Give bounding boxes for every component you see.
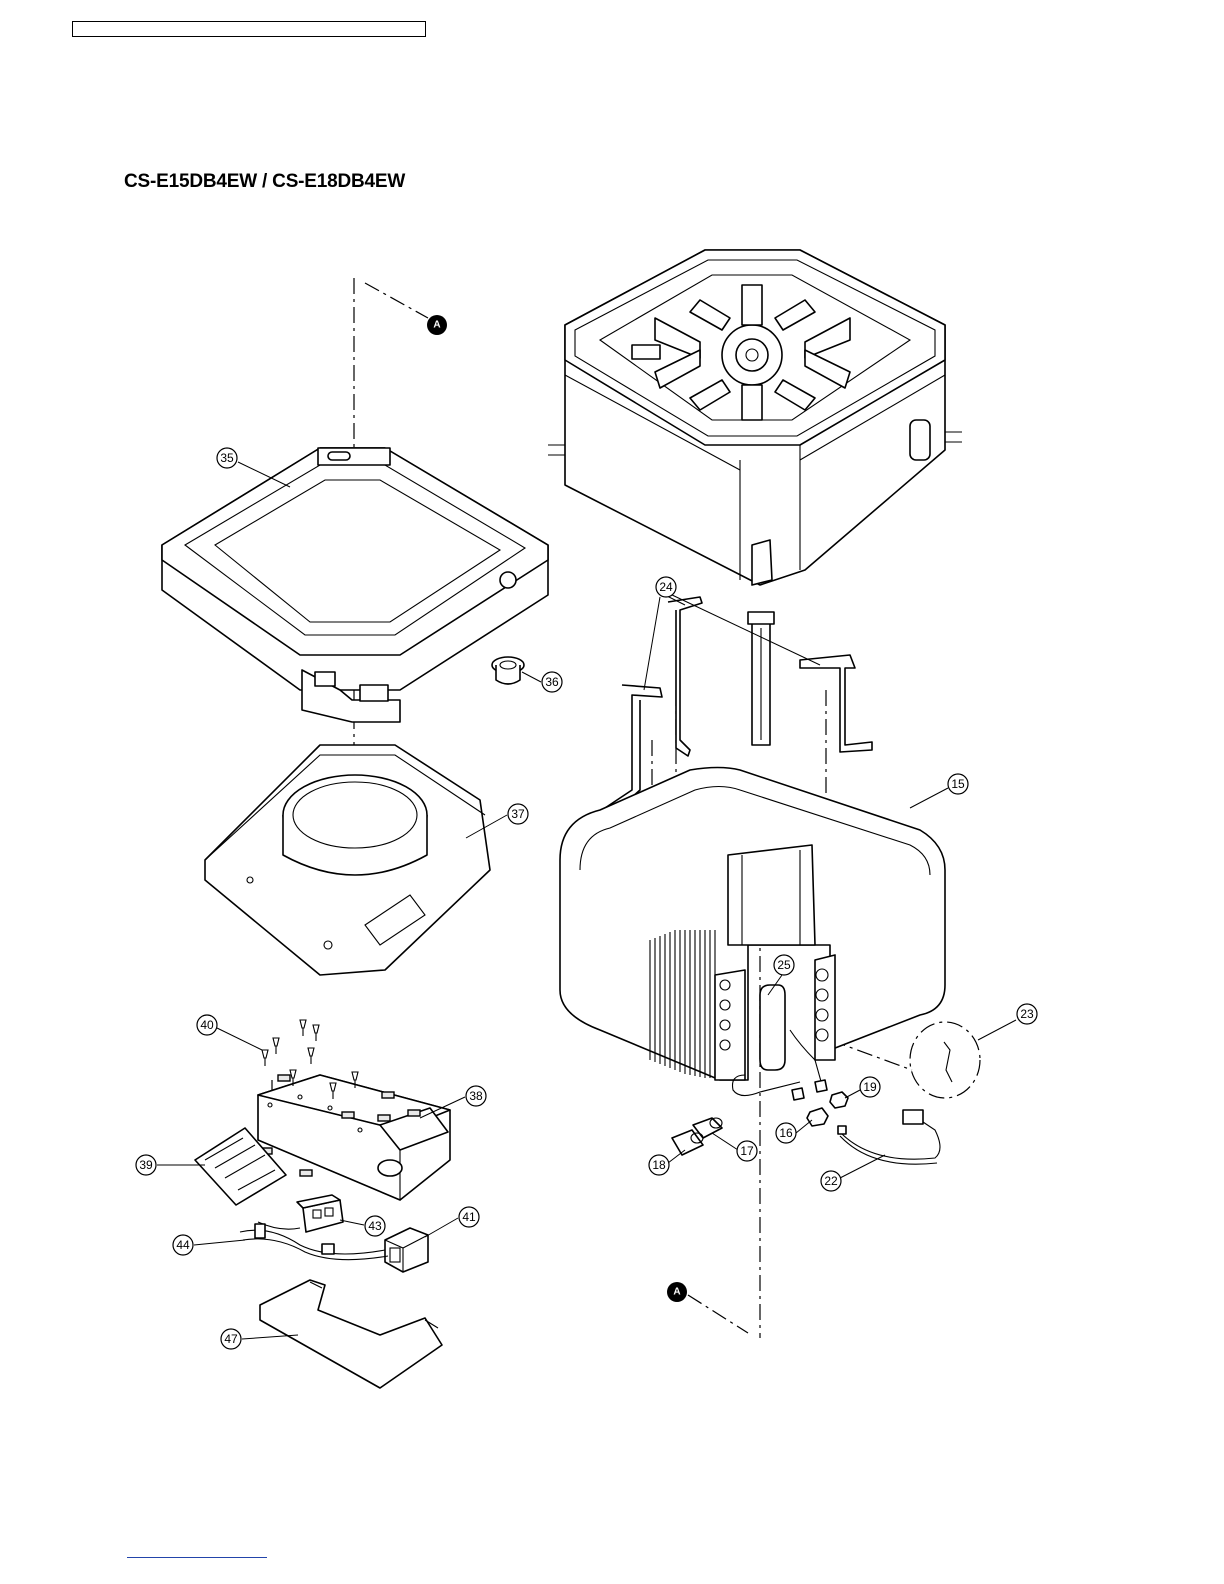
callout-25: 25 <box>774 955 794 975</box>
part-17-cap <box>693 1118 722 1138</box>
reference-mark-label: A <box>673 1287 680 1298</box>
callout-40: 40 <box>197 1015 217 1035</box>
part-41-transformer <box>385 1228 428 1272</box>
callout-number: 22 <box>824 1174 838 1188</box>
callout-24: 24 <box>656 577 676 597</box>
callout-number: 16 <box>779 1126 793 1140</box>
callout-37: 37 <box>508 804 528 824</box>
callout-17: 17 <box>737 1141 757 1161</box>
callout-36: 36 <box>542 672 562 692</box>
callout-number: 36 <box>545 675 559 689</box>
callout-number: 47 <box>224 1332 238 1346</box>
callout-number: 15 <box>951 777 965 791</box>
part-19-flare-nut <box>830 1092 848 1108</box>
callout-number: 37 <box>511 807 525 821</box>
callout-number: 18 <box>652 1158 666 1172</box>
part-43-terminal-block <box>297 1195 343 1232</box>
part-18-cap <box>672 1130 703 1155</box>
part-15-heat-exchanger <box>560 768 945 1101</box>
callout-number: 43 <box>368 1219 382 1233</box>
reference-mark-a-top: A <box>427 315 447 335</box>
callout-18: 18 <box>649 1155 669 1175</box>
callout-35: 35 <box>217 448 237 468</box>
callout-41: 41 <box>459 1207 479 1227</box>
part-16-flare-nut <box>807 1108 828 1126</box>
callout-number: 35 <box>220 451 234 465</box>
callout-number: 25 <box>777 958 791 972</box>
callout-number: 19 <box>863 1080 877 1094</box>
callout-number: 44 <box>176 1238 190 1252</box>
callout-39: 39 <box>136 1155 156 1175</box>
part-35-frame <box>162 448 548 722</box>
footer-rule <box>127 1557 267 1558</box>
callout-16: 16 <box>776 1123 796 1143</box>
callout-15: 15 <box>948 774 968 794</box>
cabinet-housing <box>548 250 962 585</box>
callout-22: 22 <box>821 1171 841 1191</box>
reference-mark-label: A <box>433 320 440 331</box>
part-25-refrigerant-pipe <box>748 612 774 745</box>
callout-44: 44 <box>173 1235 193 1255</box>
callout-19: 19 <box>860 1077 880 1097</box>
callout-number: 41 <box>462 1210 476 1224</box>
callout-number: 17 <box>740 1144 754 1158</box>
part-37-bell-mouth <box>205 745 490 975</box>
part-36-bushing <box>492 657 524 684</box>
part-38-control-box <box>258 1075 450 1200</box>
part-23-clip-detail <box>910 1022 980 1098</box>
fan-motor-hub <box>722 325 782 385</box>
callout-47: 47 <box>221 1329 241 1349</box>
callout-43: 43 <box>365 1216 385 1236</box>
callout-number: 39 <box>139 1158 153 1172</box>
callout-23: 23 <box>1017 1004 1037 1024</box>
part-22-sensor-cable <box>838 1110 940 1164</box>
callout-number: 40 <box>200 1018 214 1032</box>
callout-number: 38 <box>469 1089 483 1103</box>
callout-38: 38 <box>466 1086 486 1106</box>
callout-number: 24 <box>659 580 673 594</box>
reference-mark-a-bottom: A <box>667 1282 687 1302</box>
callout-number: 23 <box>1020 1007 1034 1021</box>
part-47-bracket-plate <box>260 1280 442 1388</box>
